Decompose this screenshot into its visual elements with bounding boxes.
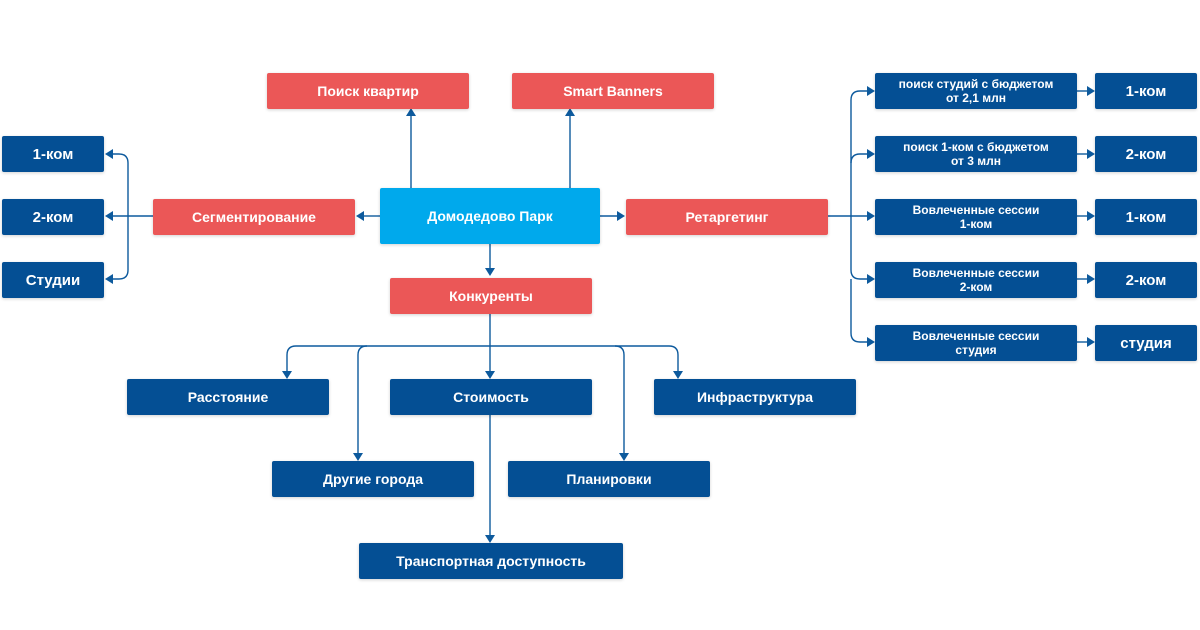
node-search-apartments: Поиск квартир — [267, 73, 469, 109]
node-retarget-condition-line: поиск 1-ком с бюджетом — [903, 140, 1049, 154]
node-retargeting: Ретаргетинг — [626, 199, 828, 235]
node-segment-item-label: 1-ком — [32, 145, 74, 163]
node-transport: Транспортная доступность — [359, 543, 623, 579]
node-retarget-target-label: 2-ком — [1125, 145, 1167, 163]
node-retarget-condition-line: от 2,1 млн — [945, 91, 1006, 105]
node-retargeting-label: Ретаргетинг — [685, 209, 769, 225]
node-cost-label: Стоимость — [453, 389, 529, 405]
node-retarget-condition: Вовлеченные сессии 2-ком — [875, 262, 1077, 298]
node-retarget-target-label: студия — [1120, 334, 1172, 352]
node-infrastructure-label: Инфраструктура — [696, 389, 814, 405]
node-retarget-target-label: 1-ком — [1125, 208, 1167, 226]
node-retarget-condition: поиск студий с бюджетом от 2,1 млн — [875, 73, 1077, 109]
node-retarget-condition-line: Вовлеченные сессии — [912, 329, 1040, 343]
node-retarget-condition-line: 2-ком — [959, 280, 993, 294]
node-retarget-condition-line: от 3 млн — [951, 154, 1001, 168]
node-retarget-condition: Вовлеченные сессии студия — [875, 325, 1077, 361]
node-other-cities-label: Другие города — [322, 471, 424, 487]
node-retarget-target-label: 1-ком — [1125, 82, 1167, 100]
node-smart-banners: Smart Banners — [512, 73, 714, 109]
node-segment-item: 1-ком — [2, 136, 104, 172]
node-segment-item-label: 2-ком — [32, 208, 74, 226]
node-transport-label: Транспортная доступность — [396, 553, 586, 569]
node-segment-item: 2-ком — [2, 199, 104, 235]
node-retarget-target: 2-ком — [1095, 262, 1197, 298]
node-segment-item-label: Студии — [25, 271, 81, 289]
node-retarget-condition: Вовлеченные сессии 1-ком — [875, 199, 1077, 235]
node-segment-item: Студии — [2, 262, 104, 298]
node-search-apartments-label: Поиск квартир — [317, 83, 419, 99]
node-retarget-target: 1-ком — [1095, 199, 1197, 235]
node-retarget-target: 1-ком — [1095, 73, 1197, 109]
node-competitors: Конкуренты — [390, 278, 592, 314]
node-smart-banners-label: Smart Banners — [563, 83, 663, 99]
node-center: Домодедово Парк — [380, 188, 600, 244]
node-infrastructure: Инфраструктура — [654, 379, 856, 415]
node-retarget-condition-line: студия — [955, 343, 997, 357]
node-segmentation-label: Сегментирование — [192, 209, 316, 225]
node-center-label: Домодедово Парк — [427, 208, 553, 224]
node-retarget-condition: поиск 1-ком с бюджетом от 3 млн — [875, 136, 1077, 172]
node-layouts: Планировки — [508, 461, 710, 497]
node-retarget-condition-line: поиск студий с бюджетом — [898, 77, 1054, 91]
node-layouts-label: Планировки — [566, 471, 652, 487]
node-retarget-condition-line: 1-ком — [959, 217, 993, 231]
node-retarget-condition-line: Вовлеченные сессии — [912, 203, 1040, 217]
node-retarget-target: 2-ком — [1095, 136, 1197, 172]
node-cost: Стоимость — [390, 379, 592, 415]
node-segmentation: Сегментирование — [153, 199, 355, 235]
node-retarget-target: студия — [1095, 325, 1197, 361]
node-retarget-condition-line: Вовлеченные сессии — [912, 266, 1040, 280]
node-other-cities: Другие города — [272, 461, 474, 497]
node-retarget-target-label: 2-ком — [1125, 271, 1167, 289]
node-competitors-label: Конкуренты — [449, 288, 533, 304]
node-distance: Расстояние — [127, 379, 329, 415]
node-distance-label: Расстояние — [187, 389, 269, 405]
